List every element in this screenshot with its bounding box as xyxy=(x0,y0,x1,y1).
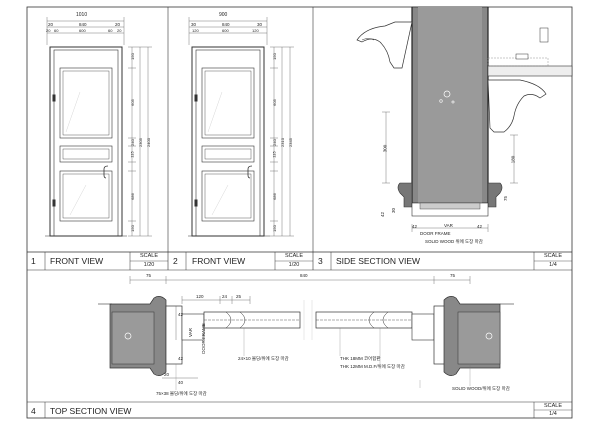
front1-width-sub: 600 xyxy=(79,28,86,33)
front2-height-sub: 2310 xyxy=(279,138,285,147)
top-label-core-plywood: THK 18MM 코어합판 xyxy=(340,356,381,361)
front2-width-total: 900 xyxy=(219,12,228,18)
panel-2-scale-value: 1/20 xyxy=(288,262,300,268)
top-label-var: VAR xyxy=(187,328,193,337)
dims-front-1 xyxy=(46,17,152,237)
panel-2-scale-label: SCALE xyxy=(284,253,304,259)
front1-height: 115 xyxy=(129,151,135,158)
panel-3-number: 3 xyxy=(318,256,323,266)
side-dim: 42 xyxy=(477,224,483,229)
front1-height-sub: 2305 xyxy=(137,138,143,147)
side-dim: 75 xyxy=(503,195,509,202)
panel-3-title: SIDE SECTION VIEW xyxy=(336,256,421,266)
front1-height-total: 2400 xyxy=(145,138,151,147)
front1-height: 686 xyxy=(129,193,135,200)
side-label-solid-wood: SOLID WOOD 위에 도장 마감 xyxy=(425,239,483,244)
leader-lines-top xyxy=(175,328,471,390)
side-section-drawing xyxy=(356,6,573,217)
front1-width-sub: 20 xyxy=(117,28,122,33)
side-dim: 42 xyxy=(380,211,386,218)
sheet-border xyxy=(26,6,573,419)
door-front-view-2 xyxy=(188,46,270,237)
top-section-drawing xyxy=(98,296,514,376)
front2-width-part: 30 xyxy=(257,22,263,27)
front2-height: 240 xyxy=(271,139,277,146)
front2-height: 686 xyxy=(271,193,277,200)
front1-width-part: 20 xyxy=(48,22,54,27)
panel-2-title: FRONT VIEW xyxy=(192,256,246,266)
panel-4-scale-value: 1/4 xyxy=(549,411,557,417)
front1-height: 150 xyxy=(129,225,135,232)
front1-width-part: 840 xyxy=(79,22,87,27)
top-label-mdf: THK 12MM M.D.F/위에 도장 마감 xyxy=(340,364,405,369)
panel-1-number: 1 xyxy=(31,256,36,266)
front2-height: 150 xyxy=(271,225,277,232)
panel-4-title: TOP SECTION VIEW xyxy=(50,406,132,416)
panel-1-scale-value: 1/20 xyxy=(143,262,155,268)
front2-height: 115 xyxy=(271,151,277,158)
front2-height: 605 xyxy=(271,99,277,106)
top-dim: 24 xyxy=(222,294,228,299)
side-dim: 42 xyxy=(412,224,418,229)
front1-height: 605 xyxy=(129,99,135,106)
top-label-molding-75: 75×38 몰딩/위에 도장 마감 xyxy=(156,391,207,396)
top-dim: 75 xyxy=(146,273,152,278)
side-label-var: VAR xyxy=(444,223,453,228)
top-dim: 25 xyxy=(236,294,242,299)
dims-side xyxy=(382,111,518,232)
top-dim-side: 42 xyxy=(178,356,184,361)
front2-width-part: 30 xyxy=(191,22,197,27)
panel-1-title: FRONT VIEW xyxy=(50,256,104,266)
top-dim: 75 xyxy=(450,273,456,278)
panel-4-scale-label: SCALE xyxy=(543,403,563,409)
panel-3-scale-label: SCALE xyxy=(543,253,563,259)
dims-front-2 xyxy=(188,17,294,237)
front2-width-sub: 120 xyxy=(252,28,259,33)
front2-width-part: 840 xyxy=(222,22,230,27)
top-label-solid-wood: SOLID WOOD/위에 도장 마감 xyxy=(452,386,510,391)
side-dim: 30 xyxy=(391,207,397,214)
panel-3-scale-value: 1/4 xyxy=(549,262,557,268)
side-label-door-frame: DOOR FRAME xyxy=(420,231,451,236)
front1-height: 240 xyxy=(129,139,135,146)
front2-width-sub: 120 xyxy=(192,28,199,33)
front2-width-sub: 600 xyxy=(222,28,229,33)
front1-height: 150 xyxy=(129,53,135,60)
front1-width-sub: 20 xyxy=(46,28,51,33)
front1-width-part: 20 xyxy=(115,22,121,27)
front1-width-total: 1010 xyxy=(76,12,88,18)
front1-width-sub: 60 xyxy=(108,28,113,33)
top-label-molding: 24×10 몰딩/위에 도장 마감 xyxy=(238,356,289,361)
top-dim-side: 20 xyxy=(164,372,170,377)
front1-width-sub: 60 xyxy=(54,28,59,33)
panel-2-number: 2 xyxy=(173,256,178,266)
front2-height: 150 xyxy=(271,53,277,60)
panel-1-scale-label: SCALE xyxy=(139,253,159,259)
top-dim: 120 xyxy=(196,294,204,299)
front2-height-total: 2345 xyxy=(287,138,293,147)
top-label-door-frame: DOOR FRAME xyxy=(200,323,206,354)
top-dim: 840 xyxy=(300,273,308,278)
panel-4-number: 4 xyxy=(31,406,36,416)
top-dim-side: 42 xyxy=(178,312,184,317)
top-dim-side: 40 xyxy=(178,380,184,385)
door-front-view-1 xyxy=(45,46,127,237)
side-dim: 300 xyxy=(382,144,388,153)
side-dim: 180 xyxy=(510,155,516,164)
dims-top xyxy=(129,276,471,379)
